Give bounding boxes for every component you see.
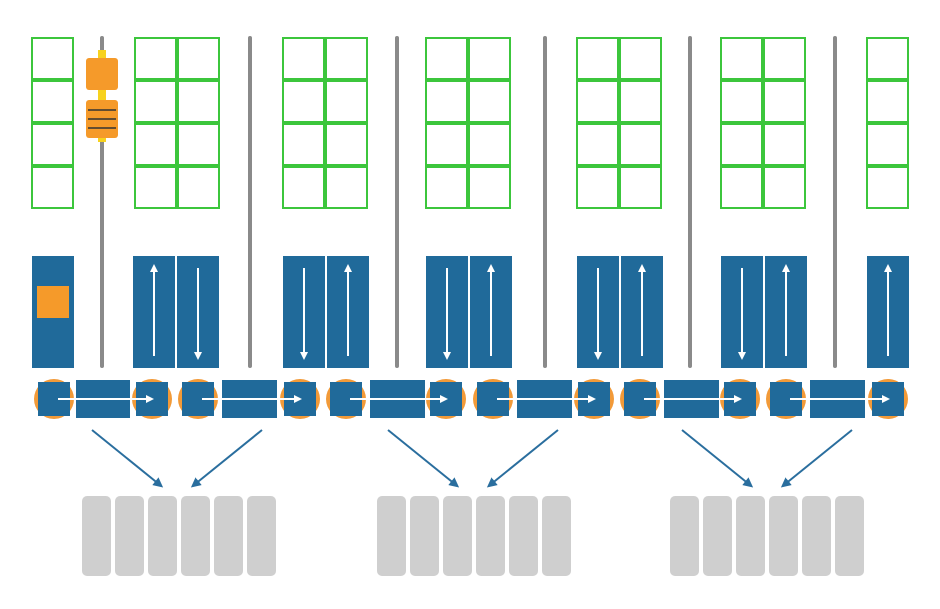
picking-station-slot bbox=[736, 496, 765, 576]
rack-cell bbox=[31, 166, 74, 209]
rack-cell bbox=[468, 37, 511, 80]
rack-cell bbox=[468, 80, 511, 123]
picking-station-slot bbox=[542, 496, 571, 576]
rack-cell bbox=[720, 80, 763, 123]
rack-cell bbox=[576, 80, 619, 123]
rack-cell bbox=[720, 37, 763, 80]
picking-station-slot bbox=[148, 496, 177, 576]
merge-arrows bbox=[91, 429, 853, 488]
shuttle-vehicle-icon bbox=[86, 50, 118, 142]
rack-cell bbox=[576, 123, 619, 166]
tote-icon bbox=[37, 286, 69, 318]
aisle-rails bbox=[100, 36, 837, 368]
rack-cell bbox=[468, 123, 511, 166]
rack-cell bbox=[763, 166, 806, 209]
rack-cell bbox=[720, 166, 763, 209]
rack-cell bbox=[177, 166, 220, 209]
rack-cell bbox=[134, 80, 177, 123]
picking-station-slot bbox=[181, 496, 210, 576]
rack-cell bbox=[468, 166, 511, 209]
merge-arrow-icon bbox=[387, 429, 460, 488]
rack-cell bbox=[866, 37, 909, 80]
rack-cell bbox=[282, 123, 325, 166]
rack-cell bbox=[425, 80, 468, 123]
picking-station-slot bbox=[703, 496, 732, 576]
rack-cell bbox=[619, 37, 662, 80]
lift-conveyors bbox=[32, 256, 909, 368]
merge-arrow-icon bbox=[780, 429, 853, 488]
picking-station-slot bbox=[476, 496, 505, 576]
picking-station-slot bbox=[115, 496, 144, 576]
picking-station-slot bbox=[410, 496, 439, 576]
rack-cell bbox=[325, 37, 368, 80]
picking-station-slot bbox=[443, 496, 472, 576]
rack-cell bbox=[576, 37, 619, 80]
rack-cell bbox=[866, 166, 909, 209]
rack-cell bbox=[619, 166, 662, 209]
rack-cell bbox=[325, 80, 368, 123]
rack-cell bbox=[177, 37, 220, 80]
merge-arrow-icon bbox=[486, 429, 559, 488]
rack-cell bbox=[866, 80, 909, 123]
rack-cell bbox=[325, 166, 368, 209]
rack-cell bbox=[425, 166, 468, 209]
picking-station-slot bbox=[835, 496, 864, 576]
picking-station-slot bbox=[82, 496, 111, 576]
rack-cell bbox=[425, 123, 468, 166]
picking-station-slot bbox=[247, 496, 276, 576]
merge-arrow-icon bbox=[190, 429, 263, 488]
rack-cell bbox=[576, 166, 619, 209]
picking-station-slot bbox=[769, 496, 798, 576]
picking-station-slot bbox=[670, 496, 699, 576]
rack-cell bbox=[177, 123, 220, 166]
rack-cell bbox=[31, 37, 74, 80]
rack-cell bbox=[866, 123, 909, 166]
rack-cell bbox=[720, 123, 763, 166]
picking-station-slot bbox=[509, 496, 538, 576]
storage-racks bbox=[31, 37, 909, 209]
rack-cell bbox=[282, 166, 325, 209]
main-conveyor-loop bbox=[34, 379, 908, 419]
shuttle-carriage bbox=[86, 58, 118, 90]
rack-cell bbox=[282, 37, 325, 80]
picking-station-slot bbox=[802, 496, 831, 576]
merge-arrow-icon bbox=[91, 429, 164, 488]
shuttle-mast bbox=[98, 50, 106, 142]
picking-station-slot bbox=[214, 496, 243, 576]
rack-cell bbox=[619, 123, 662, 166]
rack-cell bbox=[763, 37, 806, 80]
rack-cell bbox=[282, 80, 325, 123]
rack-cell bbox=[134, 37, 177, 80]
rack-cell bbox=[31, 123, 74, 166]
rack-cell bbox=[763, 80, 806, 123]
rack-cell bbox=[134, 123, 177, 166]
rack-cell bbox=[134, 166, 177, 209]
rack-cell bbox=[763, 123, 806, 166]
merge-arrow-icon bbox=[681, 429, 754, 488]
rack-cell bbox=[31, 80, 74, 123]
picking-stations bbox=[82, 496, 864, 576]
rack-cell bbox=[325, 123, 368, 166]
rack-cell bbox=[425, 37, 468, 80]
rack-cell bbox=[177, 80, 220, 123]
rack-cell bbox=[619, 80, 662, 123]
picking-station-slot bbox=[377, 496, 406, 576]
